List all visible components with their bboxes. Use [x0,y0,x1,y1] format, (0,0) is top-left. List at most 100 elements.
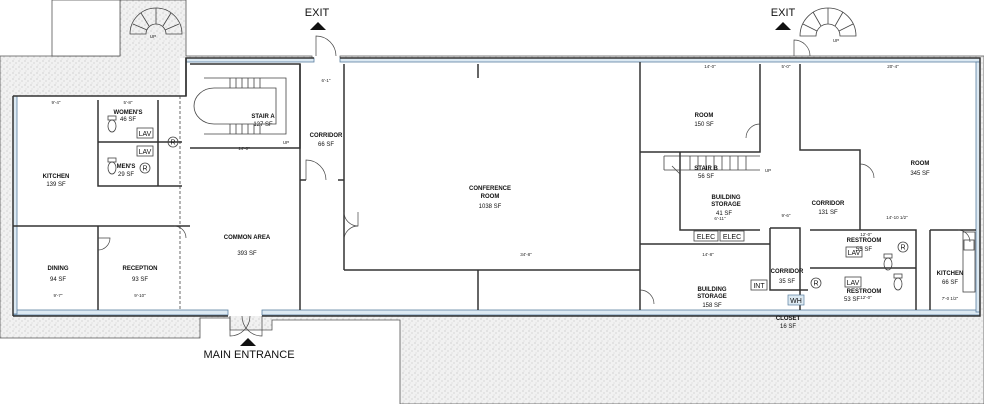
dimension: 14'-10 1/2" [886,215,908,220]
room-name: MEN'S [117,164,136,170]
dimension: 9'-10" [134,293,146,298]
elec-panel [719,230,745,242]
lav-label: LAV [139,149,152,156]
room-area: 139 SF [46,182,66,188]
main-entrance-arrow-icon [240,338,256,346]
room-name: CLOSET [776,316,801,322]
up-label: UP [150,34,156,39]
room-area: 393 SF [237,251,257,257]
stair-a-icon [193,77,287,135]
room-name: STAIR B [694,166,718,172]
dimension: 14'-8" [702,252,714,257]
toilet-icons [107,115,903,291]
exit-label-right: EXIT [771,7,796,19]
stair-b-icon [663,155,760,171]
room-area: 150 SF [694,122,714,128]
wh-label: WH [790,298,802,305]
elec-label: ELEC [723,234,741,241]
room-area: 16 SF [780,324,796,330]
exit-arrow-right-icon [775,22,791,30]
room-name: STAIR A [251,114,275,120]
room-name: RECEPTION [122,266,157,272]
spiral-stair-left-icon [129,7,183,35]
south-glazing-left [12,309,229,316]
room-name: ROOM [481,194,500,200]
exit-label-left: EXIT [305,7,330,19]
up-label: UP [765,168,771,173]
up-label: UP [833,38,839,43]
dimension: 6'-1" [322,78,331,83]
dimension: 5'-8" [124,100,133,105]
lav-label: LAV [848,250,861,257]
room-area: 131 SF [818,210,838,216]
room-area: 127 SF [253,122,273,128]
room-name: RESTROOM [847,289,882,295]
lav-label: LAV [139,131,152,138]
main-entrance-label: MAIN ENTRANCE [203,349,294,361]
dimension: 14'-0" [238,146,250,151]
dimension: 12'-0" [860,295,872,300]
room-area: 94 SF [50,277,66,283]
room-name: ROOM [911,161,930,167]
water-heater [787,294,805,306]
room-area: 56 SF [698,174,714,180]
room-area: 35 SF [779,279,795,285]
dimension: 7'-0 1/2" [942,296,959,301]
room-name: CORRIDOR [771,269,804,275]
room-area: 55 SF [856,247,872,253]
room-name: CORRIDOR [310,133,343,139]
lav-box [136,145,154,157]
dimension: 12'-0" [860,232,872,237]
room-name: KITCHEN [937,271,964,277]
int-box [750,279,768,291]
room-name: CONFERENCE [469,186,511,192]
lav-box [845,246,863,258]
room-name: STORAGE [711,202,741,208]
room-area: 93 SF [132,277,148,283]
accessible-label: R [900,245,905,252]
accessible-label: R [170,140,175,147]
accessible-label: R [142,166,147,173]
room-name: DINING [48,266,69,272]
room-area: 345 SF [910,171,930,177]
room-name: COMMON AREA [224,235,271,241]
room-name: BUILDING [698,287,727,293]
south-glazing-right [261,309,981,316]
dimension: 6'-11" [714,216,726,221]
room-area: 66 SF [318,142,334,148]
room-name: WOMEN'S [113,110,142,116]
room-area: 66 SF [942,280,958,286]
room-area: 158 SF [702,303,722,309]
room-area: 1038 SF [479,204,502,210]
dimension: 9'-7" [54,293,63,298]
elec-panel [693,230,719,242]
accessible-label: R [813,281,818,288]
room-name: CORRIDOR [812,201,845,207]
room-name: STORAGE [697,294,727,300]
dimension: 20'-4" [887,64,899,69]
dimension: 5'-0" [782,64,791,69]
dimension: 9'-4" [52,100,61,105]
int-label: INT [753,283,765,290]
room-area: 46 SF [120,117,136,123]
room-name: ROOM [695,113,714,119]
dimension: 34'-8" [520,252,532,257]
room-name: KITCHEN [43,174,70,180]
door-swings [97,35,971,337]
dimension: 14'-0" [704,64,716,69]
room-area: 53 SF [844,297,860,303]
exit-arrow-left-icon [310,22,326,30]
accessible-circles [139,136,909,289]
lav-box [136,127,154,139]
dimension: 9'-6" [782,213,791,218]
room-area: 41 SF [716,211,732,217]
lav-box [844,276,862,288]
up-label: UP [283,140,289,145]
room-name: RESTROOM [847,238,882,244]
room-area: 29 SF [118,172,134,178]
lav-label: LAV [847,280,860,287]
kitchen-counter [962,231,976,293]
spiral-stair-right-icon [799,7,857,37]
room-name: BUILDING [712,195,741,201]
